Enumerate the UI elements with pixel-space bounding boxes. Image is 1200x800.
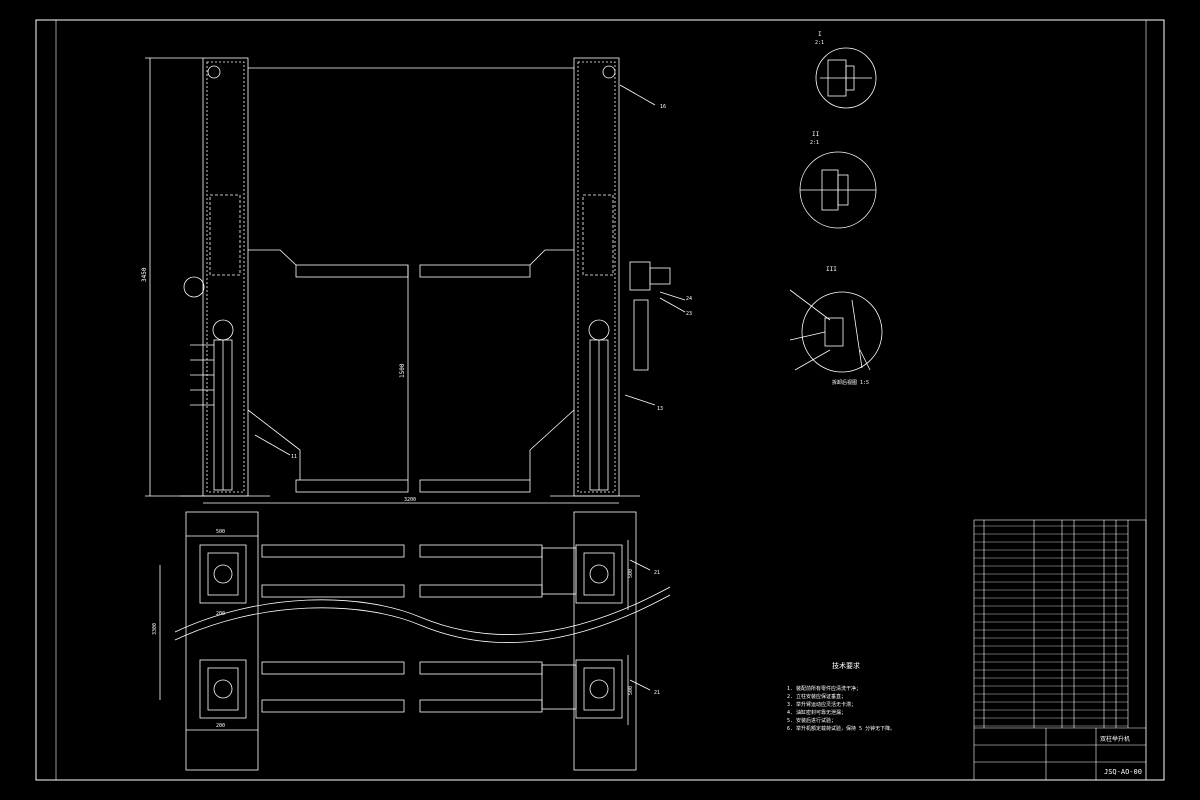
part-number-21: 21 (654, 570, 660, 576)
tech-note-3: 3. 举升臂运动应灵活无卡滞； (787, 701, 856, 708)
detail-label-2-scale: 2:1 (810, 140, 819, 146)
part-number-21b: 21 (654, 690, 660, 696)
dim-overall-width: 3200 (404, 497, 416, 503)
part-number-11: 11 (291, 454, 297, 460)
detail-view-1 (815, 47, 877, 109)
detail-label-3: III (826, 266, 837, 273)
dim-plate-size: 200 (216, 611, 225, 617)
dim-base-length: 3300 (152, 623, 158, 635)
dim-overall-height: 3450 (141, 267, 148, 282)
tech-note-6: 6. 举升机额定载荷试验，保持 5 分钟无下降。 (787, 725, 895, 732)
detail-label-2: II (812, 131, 820, 138)
parts-list-rows (974, 525, 1128, 727)
part-number-22: 23 (686, 311, 692, 317)
detail-view-2 (799, 151, 877, 229)
dim-plate-size-2: 200 (216, 723, 225, 729)
dim-inner-height: 1500 (399, 363, 406, 378)
detail-label-1: I (818, 31, 822, 38)
title-block (973, 519, 1147, 781)
sheet-outer-border (35, 19, 1165, 781)
front-elevation (145, 57, 686, 504)
tech-note-4: 4. 油缸密封可靠无泄漏； (787, 709, 846, 716)
detail-label-1-scale: 2:1 (815, 40, 824, 46)
title-drawing-number: JSQ-AO-00 (1104, 768, 1142, 776)
tech-note-1: 1. 装配前所有零件应清洗干净； (787, 685, 861, 692)
sheet-inner-border (55, 19, 1147, 781)
dim-base-2b: 500 (628, 686, 634, 695)
dim-base-1: 500 (216, 529, 225, 535)
plan-view (159, 511, 671, 771)
part-number-16: 16 (660, 104, 666, 110)
detail-view-3 (789, 289, 883, 373)
tech-note-2: 2. 立柱安装应保证垂直； (787, 693, 846, 700)
title-drawing-name: 双柱举升机 (1100, 735, 1130, 743)
part-number-23: 24 (686, 296, 692, 302)
dim-base-2: 500 (628, 569, 634, 578)
tech-notes-heading: 技术要求 (832, 661, 860, 670)
part-number-13: 13 (657, 406, 663, 412)
tech-note-5: 5. 安装后进行试验； (787, 717, 836, 724)
detail-label-3-caption: 拆卸后视图 1:5 (832, 379, 869, 386)
